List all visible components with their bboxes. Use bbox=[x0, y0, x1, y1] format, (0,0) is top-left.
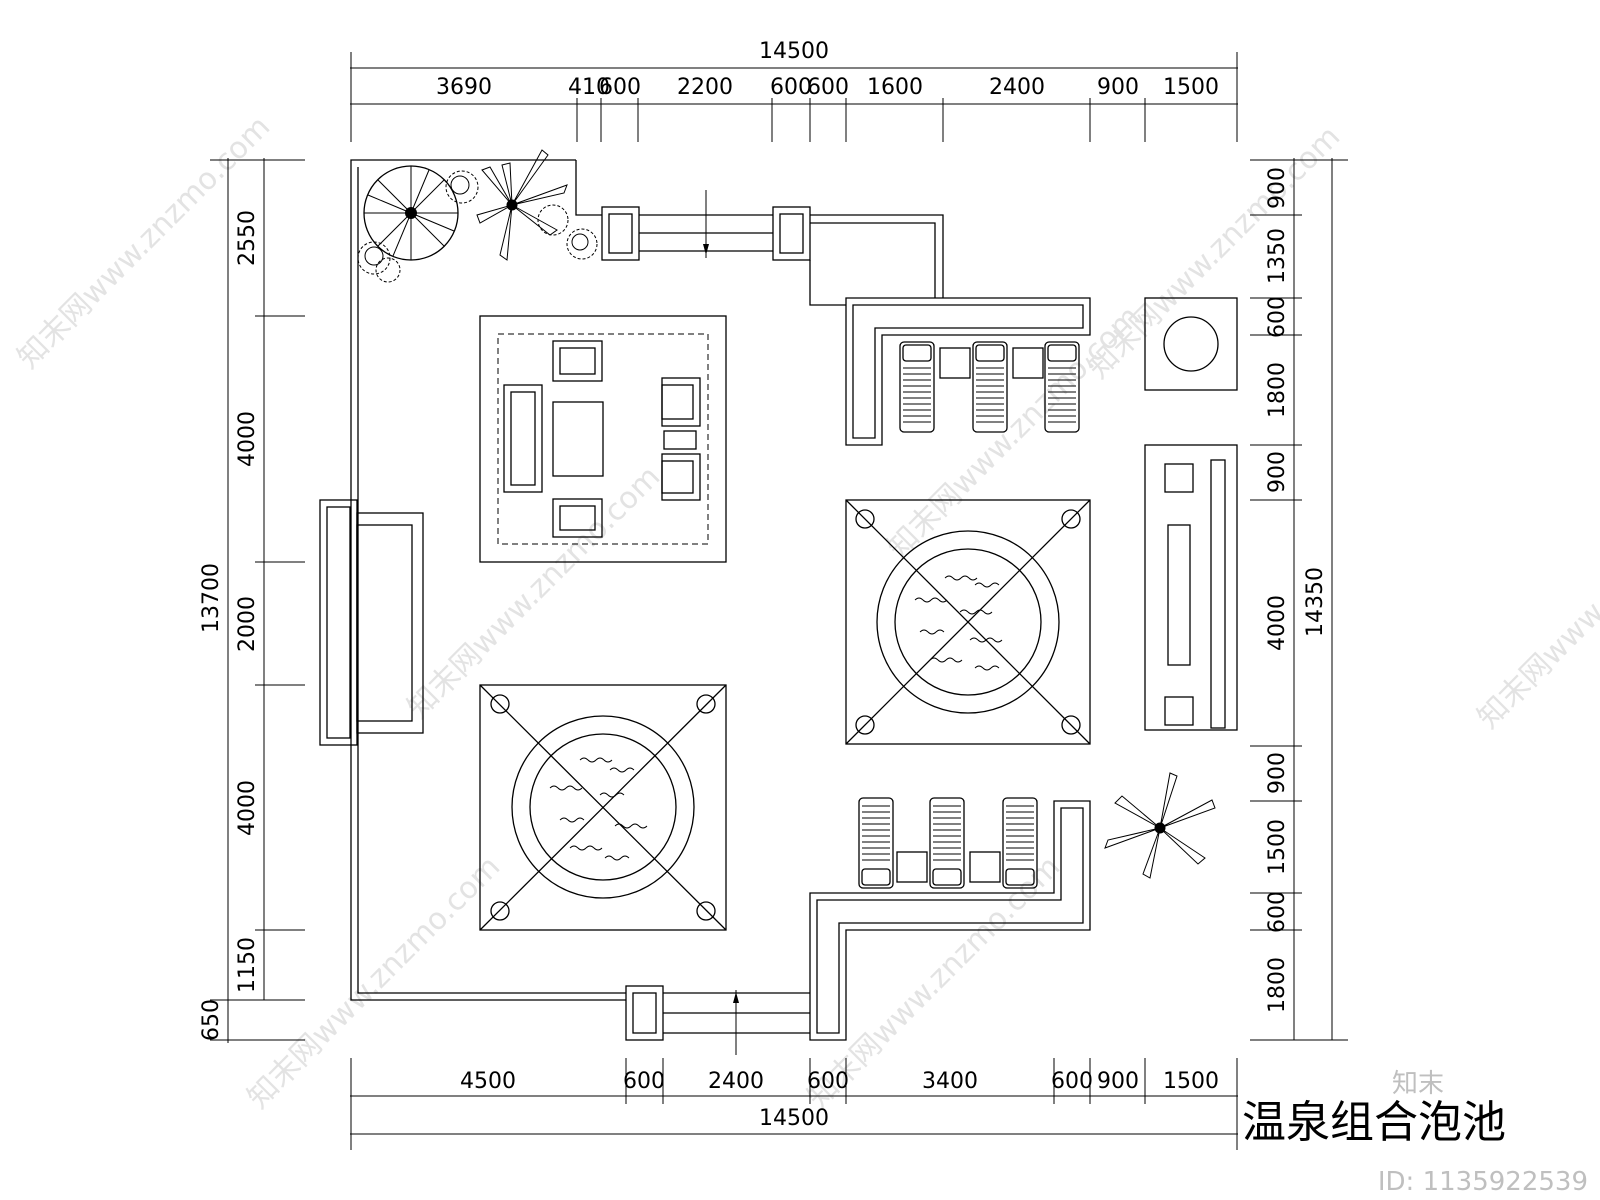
dim-top-seg: 3690 bbox=[436, 75, 492, 100]
dim-right-seg: 900 bbox=[1265, 752, 1290, 794]
right-long-platform bbox=[1144, 444, 1238, 731]
hot-spring-pool-lower bbox=[479, 684, 727, 931]
bottom-dimension-chain: 4500 600 2400 600 3400 600 900 1500 1450… bbox=[350, 1058, 1238, 1150]
dim-right-seg: 600 bbox=[1265, 296, 1290, 338]
left-platform bbox=[319, 499, 424, 746]
armchair bbox=[552, 340, 603, 382]
dim-bottom-seg: 3400 bbox=[922, 1069, 978, 1094]
dim-bottom-seg: 4500 bbox=[460, 1069, 516, 1094]
coffee-table bbox=[552, 401, 604, 477]
left-dimension-chain: 13700 2550 4000 2000 4000 1150 650 bbox=[199, 158, 305, 1043]
bottom-walkway bbox=[625, 985, 810, 1055]
dim-left-seg: 2000 bbox=[235, 596, 260, 652]
round-tub-platform bbox=[1144, 297, 1238, 391]
dim-top-seg: 1600 bbox=[867, 75, 923, 100]
dim-top-seg: 600 bbox=[599, 75, 641, 100]
dim-right-seg: 1800 bbox=[1265, 957, 1290, 1013]
dim-left-seg: 4000 bbox=[235, 780, 260, 836]
dim-right-seg: 900 bbox=[1265, 451, 1290, 493]
dim-bottom-seg: 900 bbox=[1097, 1069, 1139, 1094]
hot-spring-pool-upper bbox=[845, 499, 1091, 745]
dim-right-seg: 1350 bbox=[1265, 228, 1290, 284]
bottom-l-bar bbox=[809, 800, 1091, 1041]
lounge-chair bbox=[858, 797, 894, 889]
dim-top-total: 14500 bbox=[759, 39, 829, 64]
sofa bbox=[503, 384, 543, 493]
dim-bottom-seg: 600 bbox=[807, 1069, 849, 1094]
watermark-text: 知末网www.znzmo.com bbox=[1081, 119, 1347, 385]
watermark-text: 知末网www.znzmo.com bbox=[1471, 469, 1600, 735]
dim-right-seg: 600 bbox=[1265, 891, 1290, 933]
dim-right-seg: 1800 bbox=[1265, 362, 1290, 418]
dim-right-seg: 1500 bbox=[1265, 819, 1290, 875]
side-table bbox=[939, 347, 971, 379]
image-id: ID: 1135922539 bbox=[1378, 1167, 1588, 1197]
armchair bbox=[552, 498, 603, 538]
dim-top-seg: 600 bbox=[770, 75, 812, 100]
dim-bottom-total: 14500 bbox=[759, 1106, 829, 1131]
dim-right-seg: 900 bbox=[1265, 167, 1290, 209]
dim-bottom-seg: 600 bbox=[1051, 1069, 1093, 1094]
dim-left-seg: 2550 bbox=[235, 210, 260, 266]
umbrella-tree bbox=[363, 165, 459, 261]
dim-top-seg: 1500 bbox=[1163, 75, 1219, 100]
dim-left-seg: 1150 bbox=[235, 937, 260, 993]
top-walkway bbox=[601, 190, 944, 306]
dim-top-seg: 2200 bbox=[677, 75, 733, 100]
lounge-chair bbox=[899, 341, 935, 433]
lounge-chair bbox=[1044, 341, 1080, 433]
lounge-chair bbox=[929, 797, 965, 889]
side-table bbox=[663, 430, 697, 450]
lounge-chair bbox=[972, 341, 1008, 433]
top-l-bar bbox=[845, 297, 1091, 446]
right-dimension-chain: 900 1350 600 1800 900 4000 900 1500 600 … bbox=[1250, 158, 1348, 1041]
drawing-title: 温泉组合泡池 bbox=[1242, 1097, 1506, 1148]
palm-tree bbox=[476, 149, 568, 261]
side-table bbox=[1012, 347, 1044, 379]
side-table bbox=[896, 851, 928, 883]
watermark-text: 知末网www.znzmo.com bbox=[401, 459, 667, 725]
side-table bbox=[969, 851, 1001, 883]
dim-left-seg: 4000 bbox=[235, 411, 260, 467]
top-lounge-chairs bbox=[899, 341, 1080, 433]
shrub-cluster bbox=[357, 170, 598, 283]
palm-tree bbox=[1104, 772, 1216, 879]
top-dimension-chain: 14500 3690 410 600 2200 600 600 1600 240… bbox=[350, 39, 1238, 142]
dim-bottom-seg: 2400 bbox=[708, 1069, 764, 1094]
lounge-chair bbox=[1002, 797, 1038, 889]
dim-right-seg: 4000 bbox=[1265, 595, 1290, 651]
dim-right-total: 14350 bbox=[1303, 567, 1328, 637]
dim-top-seg: 410 bbox=[568, 75, 610, 100]
dim-bottom-seg: 600 bbox=[623, 1069, 665, 1094]
site-boundary bbox=[350, 159, 626, 1001]
dim-bottom-seg: 1500 bbox=[1163, 1069, 1219, 1094]
dim-top-seg: 2400 bbox=[989, 75, 1045, 100]
bottom-lounge-chairs bbox=[858, 797, 1038, 889]
logo-text: 知末 bbox=[1392, 1069, 1444, 1099]
dim-top-seg: 900 bbox=[1097, 75, 1139, 100]
dim-left-total: 13700 bbox=[199, 563, 224, 633]
dim-left-seg: 650 bbox=[199, 999, 224, 1041]
seating-area bbox=[479, 315, 727, 563]
dim-top-seg: 600 bbox=[807, 75, 849, 100]
